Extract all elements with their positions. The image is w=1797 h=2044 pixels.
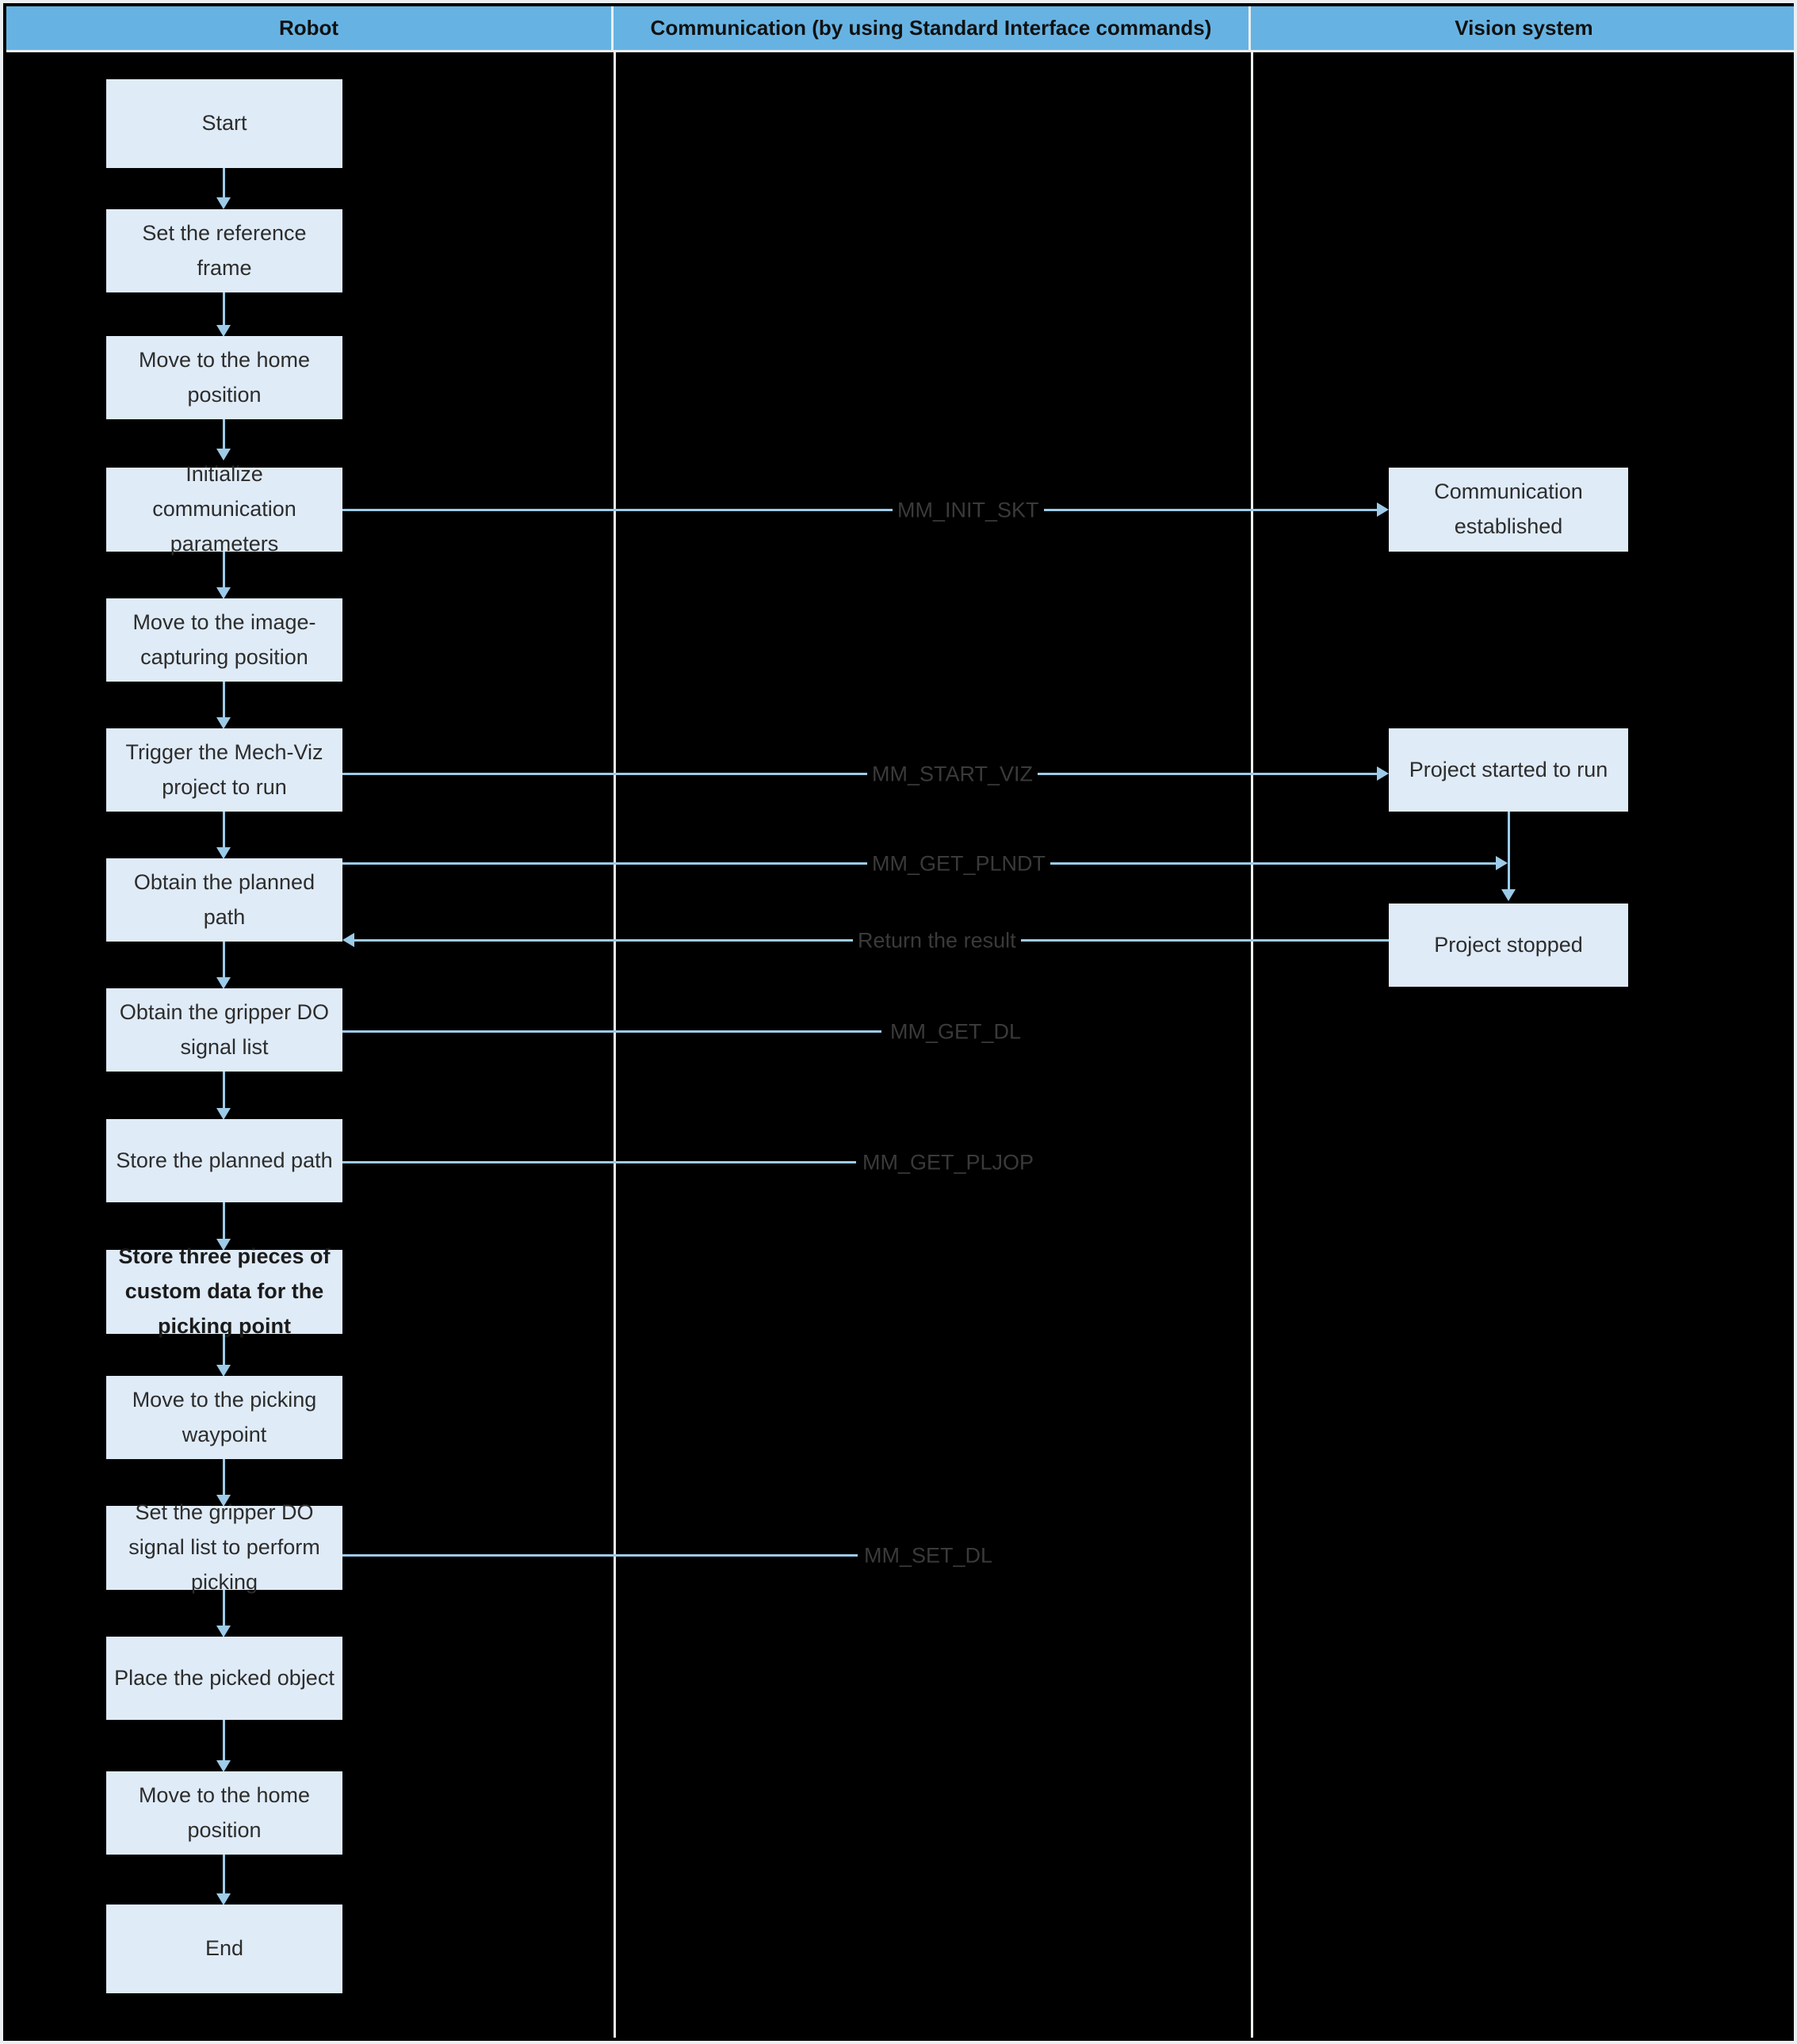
- node-move-home-2-label: Move to the home position: [138, 1782, 311, 1842]
- node-place-picked-object[interactable]: Place the picked object: [106, 1637, 342, 1720]
- connector-start-to-set-ref: [223, 168, 225, 201]
- connector-imgpos-to-trigger: [223, 682, 225, 721]
- arrowhead-down-obtaindo: [216, 977, 231, 989]
- arrowhead-down-imgpos: [216, 587, 231, 599]
- node-store-planned-path-label: Store the planned path: [116, 1148, 333, 1172]
- node-place-picked-object-label: Place the picked object: [114, 1665, 335, 1690]
- arrowhead-right-get-plndt: [1496, 856, 1508, 870]
- connector-storecustom-to-pickwp: [223, 1334, 225, 1369]
- node-move-home-1-label: Move to the home position: [138, 347, 311, 407]
- connector-obtaindo-to-storepath: [223, 1072, 225, 1112]
- node-set-reference-frame[interactable]: Set the reference frame: [106, 209, 342, 292]
- connector-home2-to-end: [223, 1855, 225, 1897]
- node-obtain-gripper-do-list[interactable]: Obtain the gripper DO signal list: [106, 988, 342, 1072]
- message-line-get-dl: [342, 1030, 881, 1033]
- connector-init-to-imgpos: [223, 552, 225, 591]
- arrowhead-down-project-stopped: [1501, 889, 1516, 901]
- lane-divider-robot-communication: [614, 52, 616, 2038]
- message-label-init-skt: MM_INIT_SKT: [893, 498, 1044, 523]
- connector-setdo-to-place: [223, 1590, 225, 1629]
- connector-obtainpath-to-obtaindo: [223, 942, 225, 981]
- arrowhead-right-init-skt: [1377, 502, 1389, 517]
- message-label-get-pljop: MM_GET_PLJOP: [858, 1150, 1039, 1175]
- message-label-return-result: Return the result: [853, 928, 1021, 953]
- node-start[interactable]: Start: [106, 79, 342, 168]
- node-obtain-planned-path-label: Obtain the planned path: [133, 869, 315, 929]
- arrowhead-down-pickwp: [216, 1365, 231, 1377]
- node-set-gripper-do-list[interactable]: Set the gripper DO signal list to perfor…: [106, 1500, 342, 1594]
- node-project-started-to-run[interactable]: Project started to run: [1389, 728, 1628, 812]
- node-store-custom-data-label: Store three pieces of custom data for th…: [118, 1244, 331, 1338]
- node-store-custom-data[interactable]: Store three pieces of custom data for th…: [106, 1244, 342, 1338]
- lane-divider-communication-vision: [1251, 52, 1253, 2038]
- connector-started-to-stopped: [1508, 812, 1510, 891]
- message-label-get-plndt: MM_GET_PLNDT: [867, 851, 1051, 877]
- message-label-start-viz: MM_START_VIZ: [867, 762, 1038, 787]
- node-set-reference-frame-label: Set the reference frame: [142, 220, 307, 280]
- node-project-stopped-label: Project stopped: [1434, 932, 1583, 957]
- arrowhead-down-end: [216, 1893, 231, 1905]
- node-project-started-to-run-label: Project started to run: [1409, 757, 1608, 781]
- arrowhead-down-storecustom: [216, 1239, 231, 1251]
- node-move-picking-waypoint[interactable]: Move to the picking waypoint: [106, 1376, 342, 1459]
- arrowhead-down-setdo: [216, 1495, 231, 1507]
- node-move-home-1[interactable]: Move to the home position: [106, 336, 342, 419]
- node-set-gripper-do-list-label: Set the gripper DO signal list to perfor…: [128, 1500, 320, 1594]
- connector-place-to-home2: [223, 1720, 225, 1764]
- message-line-get-pljop: [342, 1161, 856, 1163]
- node-end[interactable]: End: [106, 1905, 342, 1993]
- node-move-image-capturing-position-label: Move to the image-capturing position: [132, 609, 316, 669]
- node-move-image-capturing-position[interactable]: Move to the image-capturing position: [106, 598, 342, 682]
- message-label-get-dl: MM_GET_DL: [885, 1019, 1027, 1045]
- node-start-label: Start: [201, 111, 247, 136]
- connector-set-ref-to-home1: [223, 292, 225, 329]
- connector-storepath-to-storecustom: [223, 1202, 225, 1243]
- node-communication-established[interactable]: Communication established: [1389, 468, 1628, 552]
- arrowhead-down-storepath: [216, 1108, 231, 1120]
- message-line-set-dl: [342, 1554, 858, 1557]
- node-trigger-mechviz-project-label: Trigger the Mech-Viz project to run: [125, 739, 323, 799]
- arrowhead-down-set-ref: [216, 197, 231, 209]
- lane-header-row: Robot Communication (by using Standard I…: [6, 6, 1794, 52]
- arrowhead-down-home1: [216, 325, 231, 337]
- arrowhead-down-trigger: [216, 717, 231, 729]
- node-initialize-communication[interactable]: Initialize communication parameters: [106, 462, 342, 556]
- node-initialize-communication-label: Initialize communication parameters: [152, 462, 296, 556]
- arrowhead-down-home2: [216, 1760, 231, 1772]
- node-obtain-gripper-do-list-label: Obtain the gripper DO signal list: [119, 999, 330, 1059]
- message-line-start-viz: [342, 773, 1377, 775]
- arrowhead-down-init: [216, 449, 231, 460]
- node-obtain-planned-path[interactable]: Obtain the planned path: [106, 858, 342, 942]
- arrowhead-right-start-viz: [1377, 766, 1389, 781]
- arrowhead-down-obtainpath: [216, 847, 231, 859]
- connector-home1-to-init: [223, 419, 225, 453]
- node-move-home-2[interactable]: Move to the home position: [106, 1771, 342, 1855]
- lane-header-robot: Robot: [6, 6, 614, 52]
- connector-pickwp-to-setdo: [223, 1459, 225, 1499]
- node-project-stopped[interactable]: Project stopped: [1389, 904, 1628, 987]
- node-communication-established-label: Communication established: [1434, 479, 1583, 538]
- node-store-planned-path[interactable]: Store the planned path: [106, 1119, 342, 1202]
- arrowhead-left-return-result: [342, 933, 354, 947]
- lane-header-vision: Vision system: [1251, 6, 1794, 52]
- arrowhead-down-place: [216, 1626, 231, 1637]
- node-move-picking-waypoint-label: Move to the picking waypoint: [132, 1387, 317, 1446]
- connector-trigger-to-obtainpath: [223, 812, 225, 851]
- node-end-label: End: [205, 1936, 244, 1961]
- node-trigger-mechviz-project[interactable]: Trigger the Mech-Viz project to run: [106, 728, 342, 812]
- message-line-init-skt: [342, 509, 1377, 511]
- lane-header-communication: Communication (by using Standard Interfa…: [614, 6, 1251, 52]
- message-label-set-dl: MM_SET_DL: [859, 1543, 998, 1568]
